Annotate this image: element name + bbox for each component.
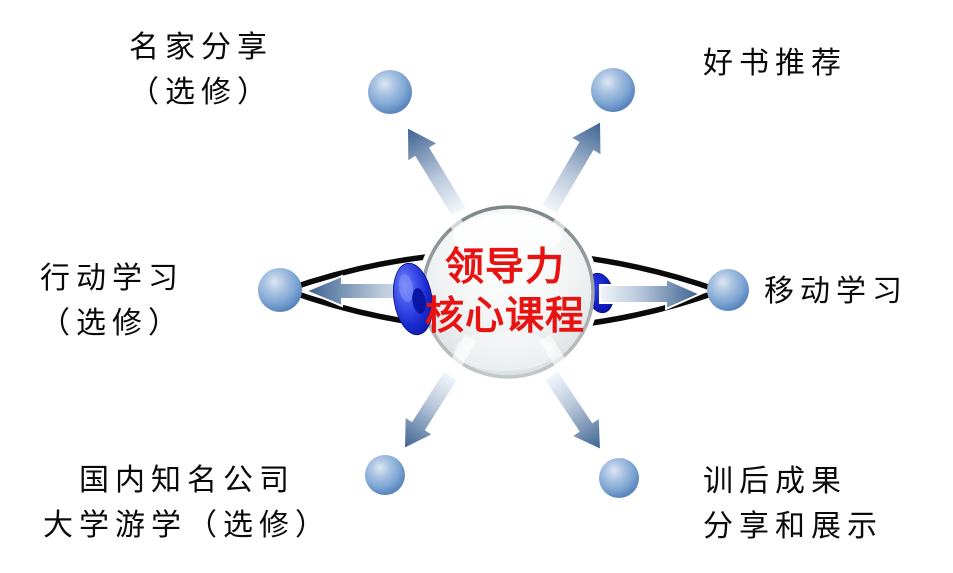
label-top-right: 好书推荐 (703, 41, 847, 86)
label-bottom-right-line1: 训后成果 (703, 465, 847, 498)
label-right-line1: 移动学习 (764, 275, 908, 308)
label-bottom-right: 训后成果 分享和展示 (703, 459, 883, 549)
node-sphere-right (707, 269, 749, 311)
node-sphere-top-right (591, 68, 635, 112)
arrow-right (599, 277, 703, 311)
label-bottom-left-line2: 大学游学（选修） (43, 509, 331, 542)
node-sphere-left (258, 268, 302, 312)
arrow-up-left (405, 125, 469, 219)
label-bottom-left-line1: 国内知名公司 (79, 464, 295, 497)
center-sphere-bottom-sheen (454, 331, 554, 371)
label-top-left-line2: （选修） (129, 76, 273, 109)
arrow-up-right (539, 119, 603, 216)
center-label-line1: 领导力 (444, 246, 566, 289)
label-top-right-line1: 好书推荐 (703, 47, 847, 80)
label-bottom-right-line2: 分享和展示 (703, 510, 883, 543)
node-sphere-bottom-left (365, 455, 405, 495)
electron-disc-left (393, 262, 433, 336)
label-top-left-line1: 名家分享 (129, 31, 273, 64)
arrow-down-left (402, 369, 460, 451)
label-left-line2: （选修） (40, 307, 184, 340)
label-bottom-left: 国内知名公司 大学游学（选修） (43, 458, 331, 548)
label-top-left: 名家分享 （选修） (129, 25, 273, 115)
center-label: 领导力 核心课程 (425, 243, 585, 341)
arrow-down-right (542, 368, 603, 452)
node-sphere-bottom-right (599, 458, 639, 498)
center-sphere-top-gloss (453, 214, 561, 258)
label-left: 行动学习 （选修） (40, 256, 184, 346)
node-sphere-top-left (368, 70, 412, 114)
label-left-line1: 行动学习 (40, 262, 184, 295)
center-label-line2: 核心课程 (424, 295, 586, 338)
label-right: 移动学习 (764, 269, 908, 314)
